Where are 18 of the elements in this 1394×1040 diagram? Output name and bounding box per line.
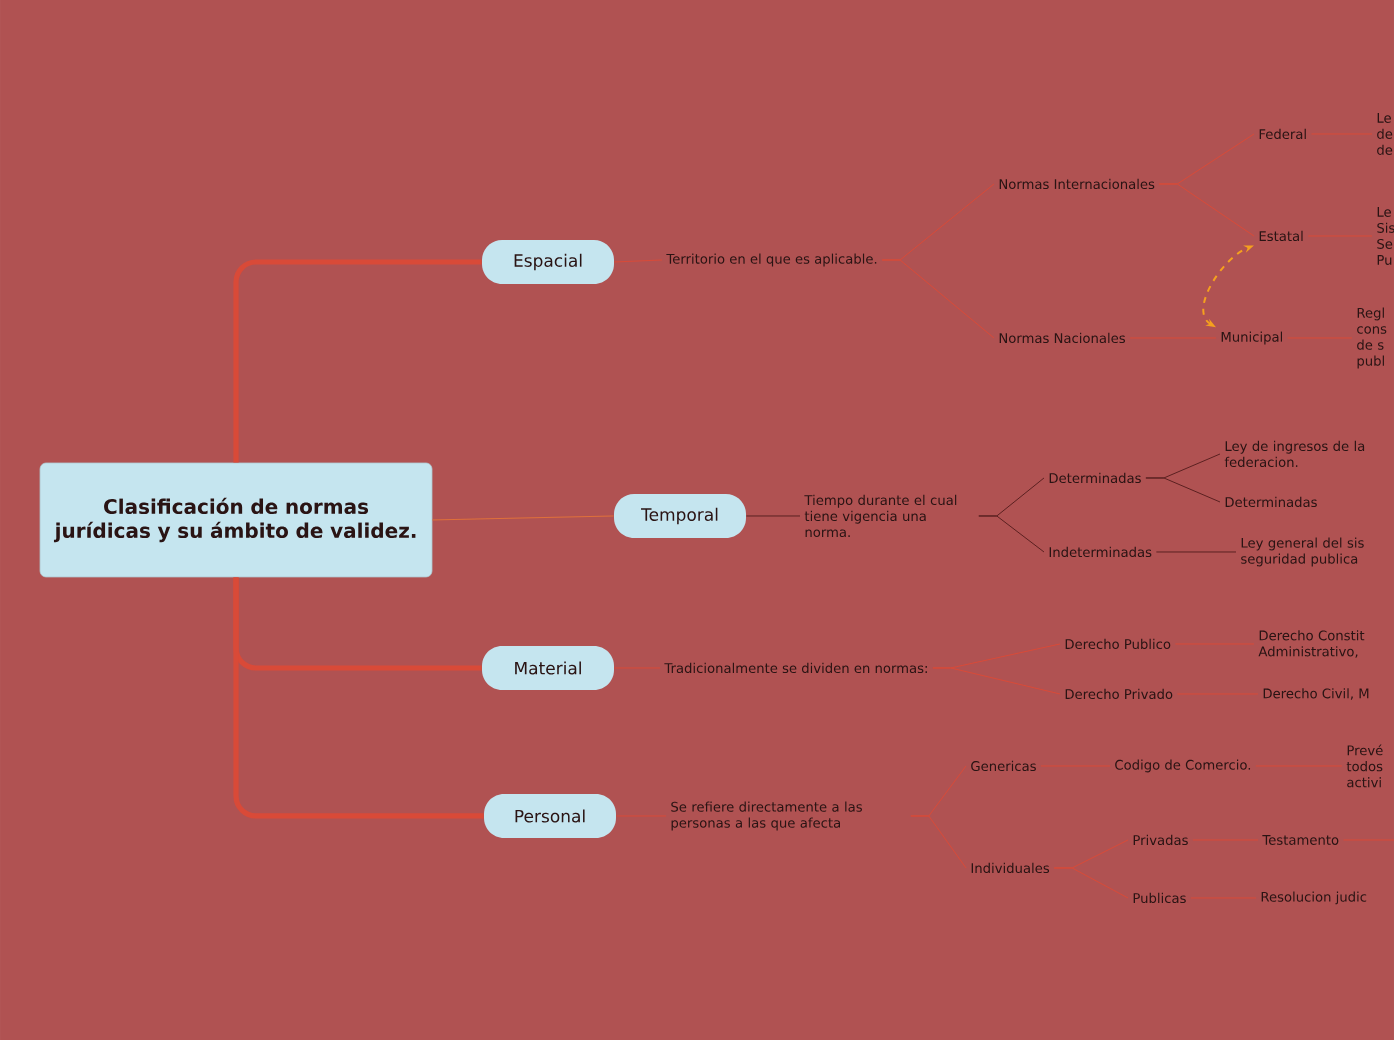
topic-pill: Espacial [482, 240, 614, 284]
connector-line [745, 515, 801, 517]
connector-line [431, 515, 615, 521]
connector-line [978, 515, 1045, 553]
connector-line [1145, 477, 1221, 503]
connector-line [1053, 867, 1129, 899]
connector-line [932, 667, 1061, 695]
topic-pill: Personal [484, 794, 616, 838]
topic-pill: Material [482, 646, 614, 690]
connector-line [233, 259, 482, 463]
topic-pill: Temporal [614, 494, 746, 538]
connector-line [1158, 183, 1255, 237]
connector-line [1155, 551, 1237, 553]
connector-line [881, 259, 995, 339]
connector-line [613, 259, 663, 263]
connector-line [910, 815, 967, 869]
connector-line [233, 577, 484, 819]
central-topic-box: Clasificación de normas jurídicas y su ámbito de validez. [39, 462, 433, 578]
